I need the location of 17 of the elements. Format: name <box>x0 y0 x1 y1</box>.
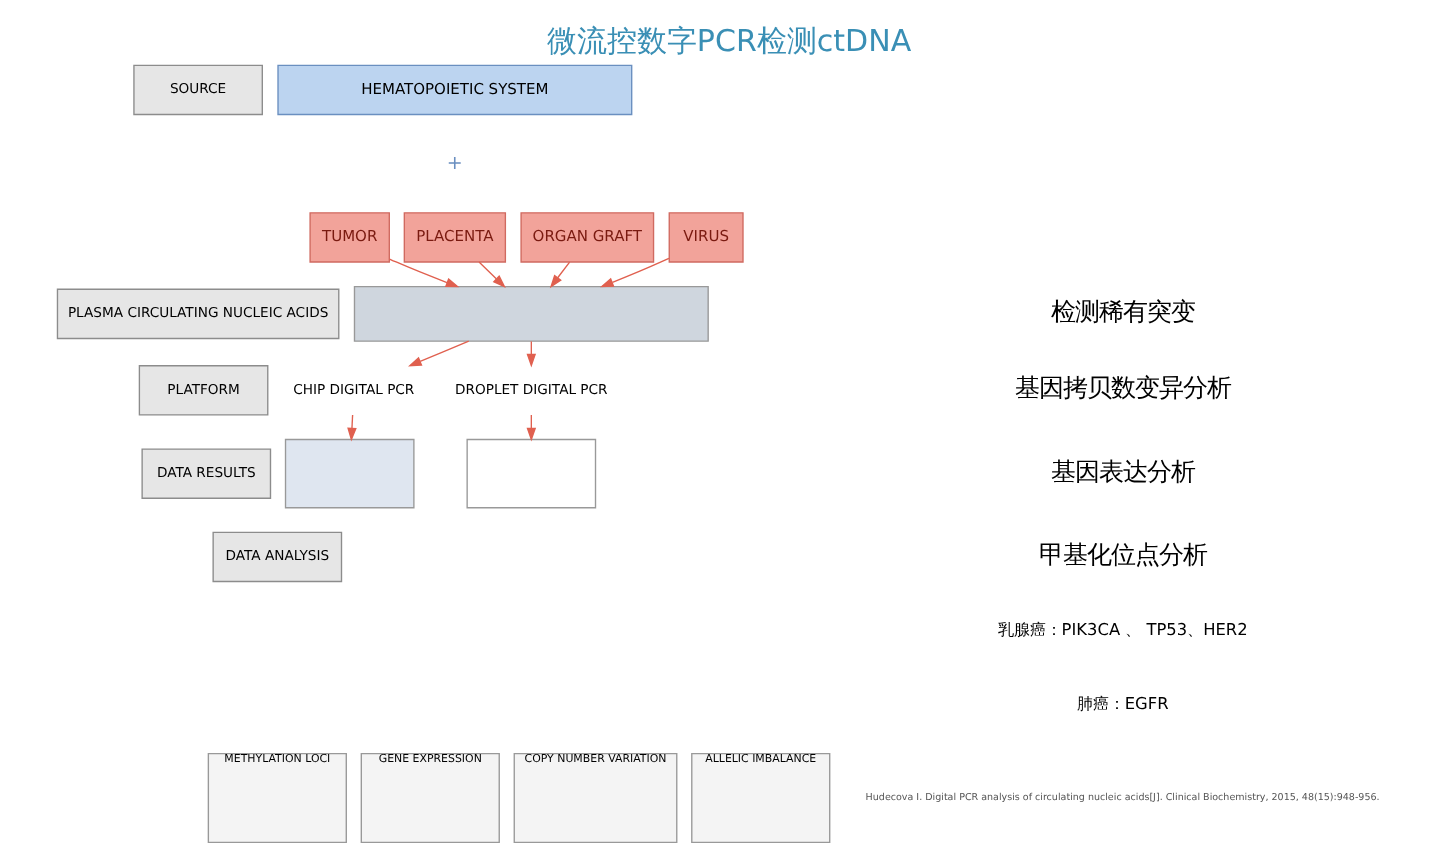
diagram-title: 微流控数字PCR检测ctDNA <box>545 23 911 60</box>
node-box <box>283 438 414 509</box>
node-box <box>465 438 596 509</box>
label: 基因表达分析 <box>1049 457 1194 486</box>
label: 甲基化位点分析 <box>1037 540 1206 569</box>
label: 基因拷贝数变异分析 <box>1013 374 1230 403</box>
arrow <box>346 414 356 442</box>
arrow <box>598 257 669 288</box>
label: 乳腺癌：PIK3CA 、 TP53、HER2 <box>996 618 1247 639</box>
label: 检测稀有突变 <box>1049 297 1194 326</box>
label: 肺癌：EGFR <box>1075 692 1168 713</box>
node-box <box>352 285 708 342</box>
arrow <box>407 340 469 367</box>
arrow <box>387 258 459 288</box>
label: + <box>445 152 462 175</box>
arrow <box>548 261 570 289</box>
arrow <box>477 261 505 288</box>
